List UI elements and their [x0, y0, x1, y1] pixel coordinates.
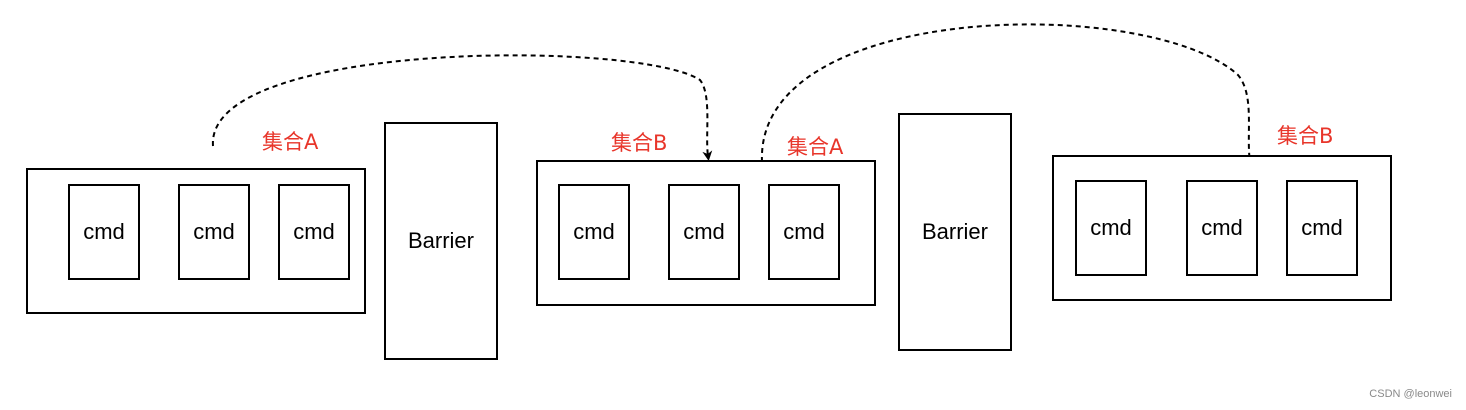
barrier-1: Barrier: [384, 122, 498, 360]
cmd-box: cmd: [1075, 180, 1147, 276]
cmd-box: cmd: [668, 184, 740, 280]
group1-label: 集合A: [262, 130, 319, 154]
cmd-box: cmd: [278, 184, 350, 280]
group2-label-left: 集合B: [611, 131, 668, 155]
barrier-2: Barrier: [898, 113, 1012, 351]
cmd-box: cmd: [768, 184, 840, 280]
group2-label-right: 集合A: [787, 135, 844, 159]
cmd-box: cmd: [1286, 180, 1358, 276]
cmd-box: cmd: [68, 184, 140, 280]
group3-label: 集合B: [1277, 124, 1334, 148]
cmd-box: cmd: [178, 184, 250, 280]
watermark: CSDN @leonwei: [1369, 388, 1452, 400]
cmd-box: cmd: [1186, 180, 1258, 276]
cmd-box: cmd: [558, 184, 630, 280]
